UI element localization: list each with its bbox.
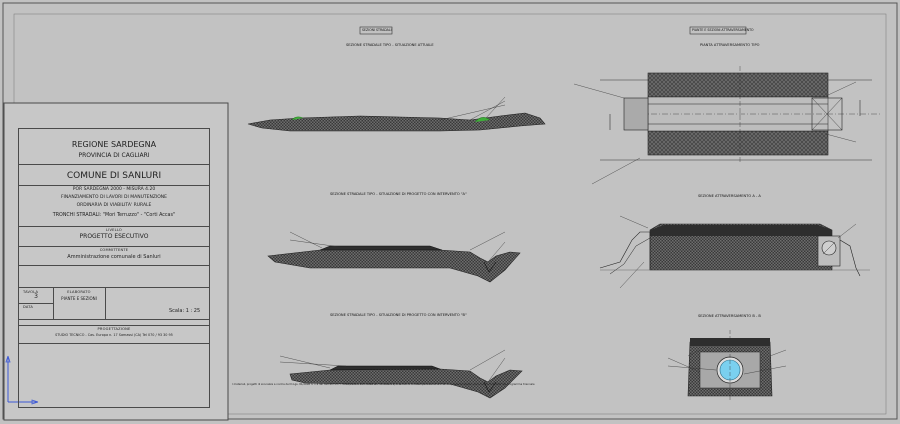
section-intervention-a	[267, 231, 521, 283]
left-title-box	[359, 26, 393, 35]
road-names: TRONCHI STRADALI: "Mori Terruzzo" - "Cor…	[52, 213, 176, 218]
level-label: LIVELLO	[106, 228, 122, 232]
section-existing	[247, 96, 546, 132]
title-block: REGIONE SARDEGNA PROVINCIA DI CAGLIARI C…	[18, 128, 210, 408]
level-value: PROGETTO ESECUTIVO	[79, 233, 149, 240]
crossing-section-bb	[667, 330, 787, 400]
ucs-icon	[5, 355, 39, 405]
right-title-box	[689, 26, 747, 35]
crossing-section-aa	[599, 215, 870, 289]
province-name: PROVINCIA DI CAGLIARI	[78, 152, 150, 159]
program-name: POR SARDEGNA 2000 - MISURA 4.20	[72, 187, 156, 192]
funding-line-1: FINANZIAMENTO DI LAVORI DI MANUTENZIONE	[60, 195, 168, 200]
scale-text: Scala: 1 : 25	[169, 308, 201, 314]
drawing-label: ELABORATO	[67, 290, 91, 294]
footer-note: I materiali, progetti di sicurezza a nor…	[232, 383, 535, 386]
caption-section-existing: SEZIONE STRADALE TIPO - SITUAZIONE ATTUA…	[346, 43, 434, 47]
sheet-label: TAVOLA	[23, 290, 39, 294]
caption-plan: PIANTA ATTRAVERSAMENTO TIPO	[700, 43, 760, 47]
client-value: Amministrazione comunale di Sanluri	[67, 254, 161, 260]
caption-section-b: SEZIONE STRADALE TIPO - SITUAZIONE DI PR…	[330, 313, 467, 317]
crossing-plan	[573, 66, 880, 185]
date-label: DATA	[23, 305, 34, 309]
left-box-title: SEZIONI STRADALI	[362, 28, 392, 32]
right-box-title: PIANTE E SEZIONI ATTRAVERSAMENTO	[692, 28, 754, 32]
section-intervention-b	[279, 349, 523, 399]
client-label: COMMITTENTE	[99, 248, 129, 252]
drawing-value: PIANTE E SEZIONI	[61, 296, 97, 301]
design-label: PROGETTAZIONE	[97, 327, 131, 331]
designer-info: STUDIO TECNICO - Cas. Europa n. 17 Samas…	[55, 333, 173, 337]
title-block-panel	[3, 102, 229, 421]
municipality-name: COMUNE DI SANLURI	[66, 171, 162, 181]
caption-section-aa: SEZIONE ATTRAVERSAMENTO A - A	[698, 194, 761, 198]
region-name: REGIONE SARDEGNA	[71, 140, 157, 149]
caption-section-bb: SEZIONE ATTRAVERSAMENTO B - B	[698, 314, 761, 318]
sheet-number: 3	[34, 293, 38, 300]
caption-section-a: SEZIONE STRADALE TIPO - SITUAZIONE DI PR…	[330, 192, 467, 196]
funding-line-2: ORDINARIA DI VIABILITA' RURALE	[76, 203, 152, 208]
